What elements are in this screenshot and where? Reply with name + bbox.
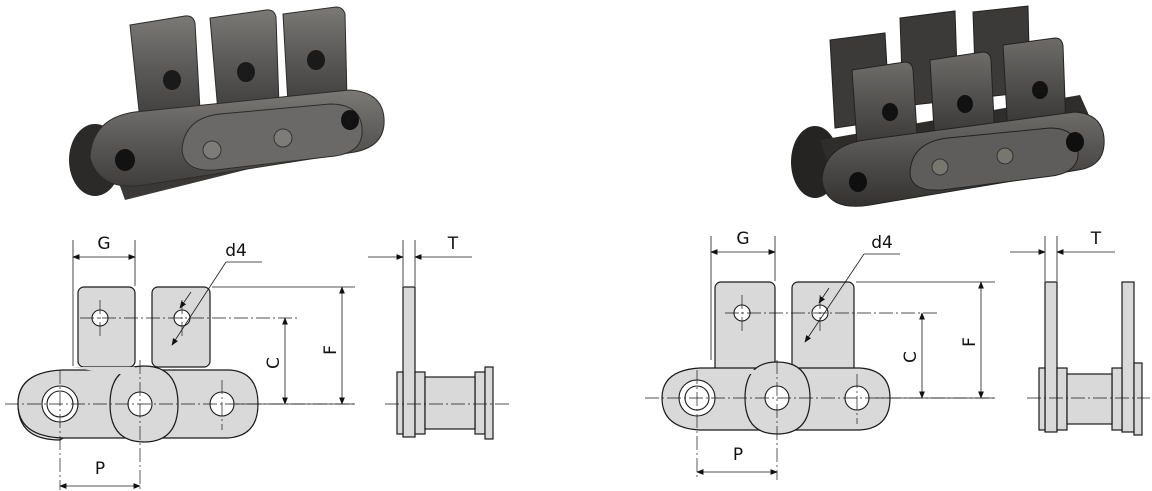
right-side-attachment-plate-2 xyxy=(1121,281,1135,433)
left-dim-g-label: G xyxy=(97,234,110,254)
right-dim-p-label: P xyxy=(733,445,743,465)
left-attachment-tab-2 xyxy=(151,286,211,368)
left-side-attachment-plate xyxy=(402,286,416,438)
right-front-view: G d4 F C P xyxy=(645,229,995,480)
left-chain-photo xyxy=(69,6,385,200)
left-side-view: T xyxy=(368,234,510,440)
left-front-view: G d4 F C P xyxy=(5,234,355,490)
left-attachment-tab-1 xyxy=(77,286,136,368)
right-attachment-tab-2 xyxy=(791,281,855,375)
right-attachment-tab-1 xyxy=(714,281,776,375)
left-dim-t-label: T xyxy=(447,234,459,254)
right-dim-c-label: C xyxy=(901,351,921,363)
right-dim-f-label: F xyxy=(960,337,980,347)
right-dim-t-label: T xyxy=(1090,229,1102,249)
left-dim-c-label: C xyxy=(264,357,284,369)
left-dim-p-label: P xyxy=(95,459,105,479)
right-chain-photo xyxy=(791,5,1105,207)
right-side-view: T xyxy=(1010,229,1150,436)
right-dim-d4-label: d4 xyxy=(871,233,893,253)
right-side-attachment-plate-1 xyxy=(1044,281,1058,433)
left-dim-f-label: F xyxy=(321,345,341,355)
right-dim-g-label: G xyxy=(736,229,749,249)
left-dim-d4-label: d4 xyxy=(225,241,247,261)
